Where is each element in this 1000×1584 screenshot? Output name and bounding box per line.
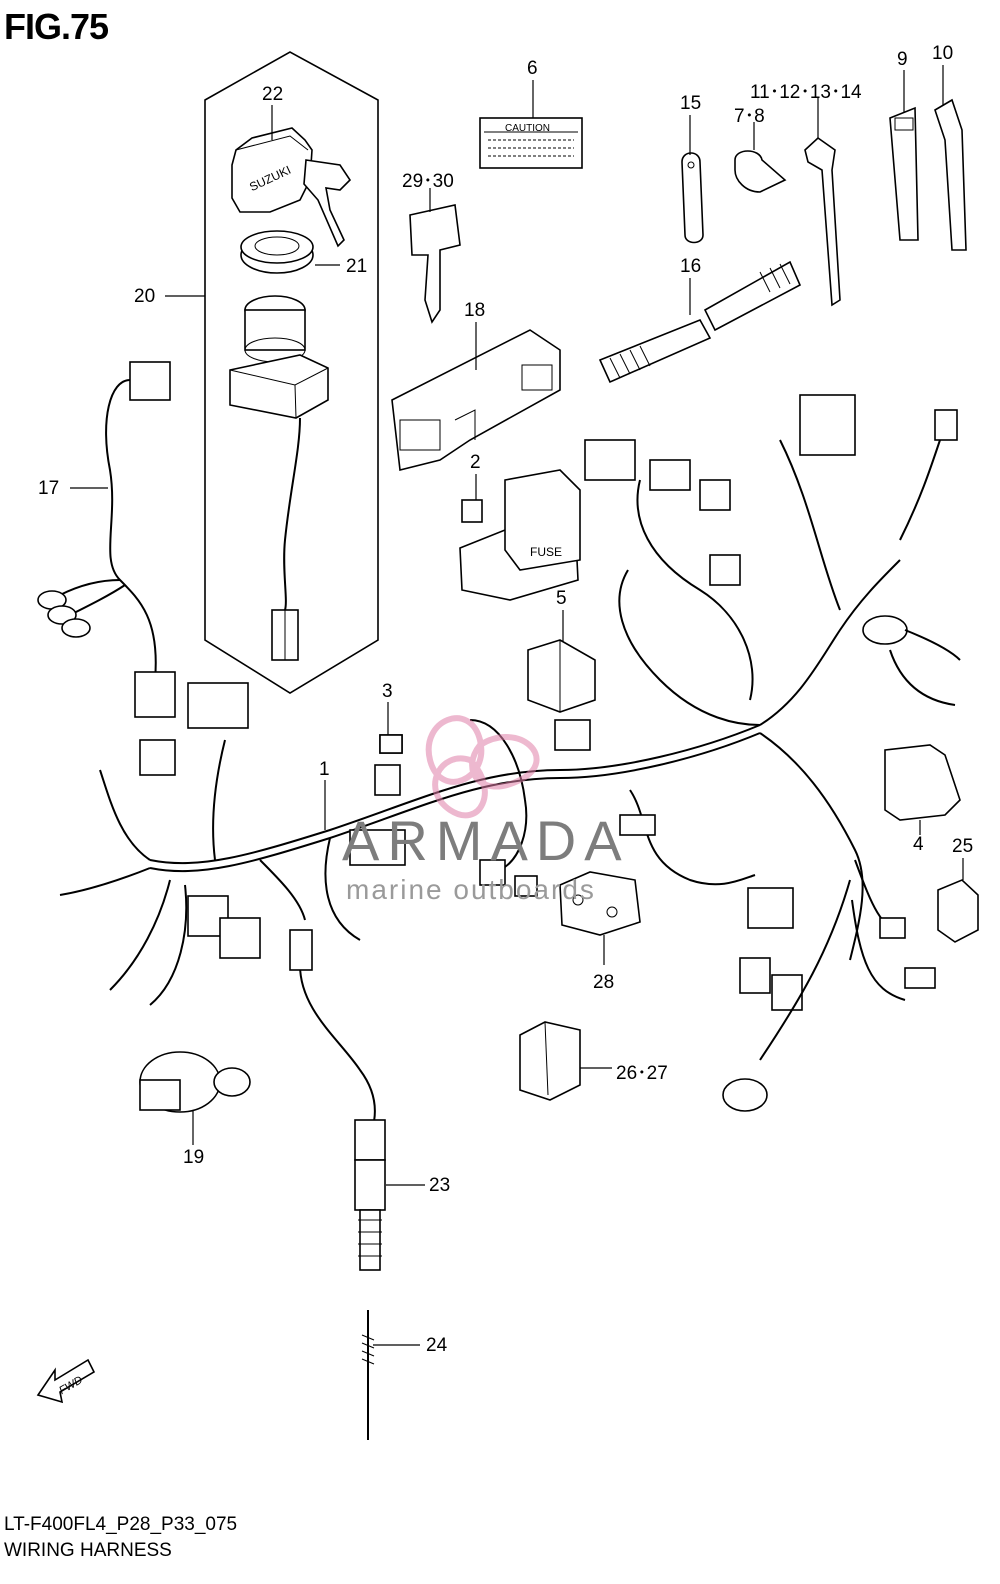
callout-16: 16: [680, 256, 702, 277]
callout-3: 3: [382, 681, 393, 702]
callout-9: 9: [897, 49, 908, 70]
sensor-part: [289, 929, 386, 1271]
watermark-tagline-text: marine outboards: [346, 874, 596, 905]
callout-4: 4: [913, 834, 924, 855]
callout-29-30: 29･30: [402, 171, 454, 192]
fuse-box-part: FUSE: [459, 469, 581, 601]
starter-relay-part: [519, 1021, 581, 1101]
callout-25: 25: [952, 836, 974, 857]
callout-2: 2: [470, 452, 481, 473]
callout-22: 22: [262, 84, 284, 105]
callout-18: 18: [464, 300, 486, 321]
callout-15: 15: [680, 93, 702, 114]
band-part: [889, 106, 919, 241]
ring-nut-part: [240, 230, 314, 274]
relay-part: [937, 879, 979, 943]
callout-6: 6: [527, 58, 538, 79]
spring-part: [361, 1310, 375, 1440]
plate-part: [559, 871, 641, 936]
watermark-logo-icon: [425, 715, 540, 819]
ignition-switch-group-frame: [204, 51, 379, 694]
cover-part: [884, 744, 961, 821]
callout-19: 19: [183, 1147, 205, 1168]
cap-part: [527, 639, 596, 713]
caution-label-part: CAUTION: [479, 117, 583, 169]
tie-part: [934, 98, 967, 251]
callout-28: 28: [593, 972, 615, 993]
main-wiring-harness-part: [59, 394, 961, 1112]
callout-26-27: 26･27: [616, 1063, 668, 1084]
sub-harness-part: [37, 361, 176, 718]
small-fuse-part: [379, 734, 403, 754]
model-code-text: LT-F400FL4_P28_P33_075: [4, 1514, 238, 1535]
callout-10: 10: [932, 43, 954, 64]
clamp-part: [734, 150, 787, 193]
figure-title: FIG.75: [4, 6, 109, 47]
callout-23: 23: [429, 1175, 451, 1196]
callout-21: 21: [346, 256, 368, 277]
callout-7-8: 7･8: [734, 106, 765, 127]
neutral-switch-part: [139, 1051, 251, 1113]
bracket-part: [391, 329, 561, 471]
ignition-switch-part: [229, 295, 329, 661]
cable-tie-part: [804, 136, 841, 307]
callout-17: 17: [38, 478, 60, 499]
callout-20: 20: [134, 286, 156, 307]
protector-tube-part: [598, 260, 802, 384]
watermark-brand-text: ARMADA: [342, 809, 630, 872]
callout-5: 5: [556, 588, 567, 609]
caution-label-text: CAUTION: [505, 123, 550, 134]
key-cap-part: SUZUKI: [231, 127, 352, 248]
key-part: [409, 204, 461, 324]
callout-1: 1: [319, 759, 330, 780]
callout-24: 24: [426, 1335, 448, 1356]
callout-11-12-13-14: 11･12･13･14: [750, 82, 862, 103]
section-name-text: WIRING HARNESS: [4, 1540, 172, 1561]
clip-part: [681, 152, 704, 244]
forward-direction-arrow: FWD: [36, 1358, 96, 1404]
leader-lines: [70, 65, 964, 1346]
fuse-box-text: FUSE: [530, 545, 562, 559]
